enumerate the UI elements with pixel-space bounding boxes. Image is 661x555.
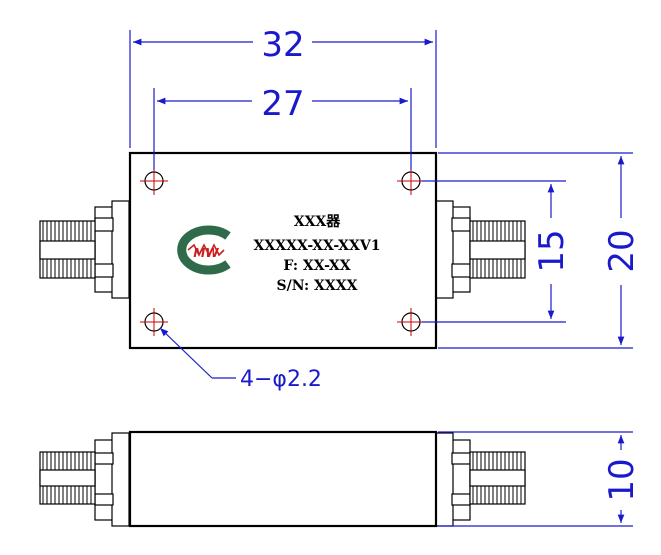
- dimension-10-label: 10: [602, 458, 642, 501]
- dimension-20-label: 20: [602, 229, 642, 272]
- dimension-hole-spacing-y: 15: [422, 180, 572, 323]
- mounting-hole-top-left: [140, 167, 168, 195]
- left-connector: [39, 200, 130, 299]
- dimension-32-label: 32: [261, 25, 304, 65]
- side-body: [128, 430, 438, 528]
- company-logo: MW: [177, 225, 231, 275]
- dimension-hole-spacing-x: 27: [153, 84, 412, 170]
- side-view: 10: [39, 430, 642, 528]
- logo-text: MW: [193, 246, 219, 260]
- mounting-hole-bottom-right: [397, 308, 425, 336]
- top-view: MW XXX器 XXXXX-XX-XXV1 F: XX-XX S/N: XXXX…: [39, 25, 642, 392]
- dimension-overall-height: 20: [438, 152, 642, 349]
- dimension-thickness: 10: [438, 431, 642, 527]
- label-line-3: F: XX-XX: [283, 258, 350, 274]
- hole-callout-label: 4−φ2.2: [240, 367, 322, 392]
- hole-callout: 4−φ2.2: [159, 327, 322, 392]
- mounting-hole-top-right: [397, 167, 425, 195]
- right-connector: [435, 200, 526, 299]
- logo-arc: [177, 225, 231, 275]
- side-left-connector: [39, 432, 130, 527]
- dimension-overall-width: 32: [129, 25, 437, 148]
- label-line-4: S/N: XXXX: [276, 278, 357, 294]
- side-right-connector: [435, 432, 526, 527]
- label-line-1: XXX器: [294, 214, 342, 230]
- dimension-15-label: 15: [532, 229, 572, 272]
- logo-spring: [187, 243, 225, 257]
- label-line-2: XXXXX-XX-XXV1: [254, 238, 381, 254]
- mounting-hole-bottom-left: [140, 308, 168, 336]
- dimension-27-label: 27: [261, 84, 304, 124]
